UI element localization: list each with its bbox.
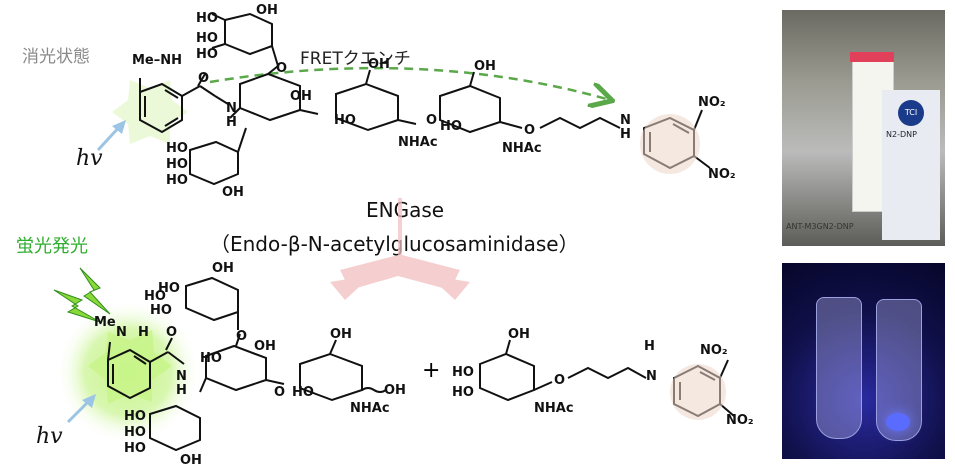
svg-text:HO: HO bbox=[196, 11, 218, 26]
o-amide: O bbox=[198, 71, 209, 86]
plus-sign: + bbox=[422, 358, 441, 383]
svg-text:HO: HO bbox=[144, 289, 166, 304]
svg-text:OH: OH bbox=[508, 327, 530, 342]
svg-text:HO: HO bbox=[292, 385, 314, 400]
svg-text:OH: OH bbox=[254, 339, 276, 354]
svg-text:Me: Me bbox=[94, 315, 116, 330]
vial-cap bbox=[850, 52, 894, 62]
svg-text:HO: HO bbox=[196, 47, 218, 62]
svg-text:N: N bbox=[116, 325, 127, 340]
svg-text:OH: OH bbox=[222, 185, 244, 200]
svg-text:HO: HO bbox=[200, 351, 222, 366]
svg-text:OH: OH bbox=[256, 3, 278, 18]
vial-label-code: ANT-M3GN2-DNP bbox=[786, 222, 854, 231]
svg-text:HO: HO bbox=[166, 173, 188, 188]
svg-text:HO: HO bbox=[196, 31, 218, 46]
svg-text:H: H bbox=[644, 339, 655, 354]
lightning-bolt-1 bbox=[53, 289, 101, 323]
svg-text:NHAc: NHAc bbox=[534, 401, 574, 416]
vial-label: TCI N2-DNP bbox=[882, 90, 940, 240]
top-atom-labels: Me–NH O N H HO OH HO HO O OH HO OH NHAc … bbox=[132, 3, 736, 200]
svg-text:NHAc: NHAc bbox=[350, 401, 390, 416]
svg-text:NHAc: NHAc bbox=[502, 141, 542, 156]
n-amide: N bbox=[226, 101, 237, 116]
svg-text:OH: OH bbox=[384, 383, 406, 398]
svg-text:OH: OH bbox=[212, 261, 234, 276]
svg-text:OH: OH bbox=[180, 453, 202, 468]
fluorescence-photo bbox=[782, 263, 945, 459]
svg-text:HO: HO bbox=[166, 141, 188, 156]
enzyme-abbreviation: ENGase bbox=[366, 198, 445, 222]
svg-text:HO: HO bbox=[124, 425, 146, 440]
svg-text:OH: OH bbox=[330, 327, 352, 342]
light-hv-bottom: hv bbox=[36, 424, 63, 449]
svg-text:HO: HO bbox=[334, 113, 356, 128]
fluorescent-glow bbox=[886, 413, 910, 431]
svg-text:OH: OH bbox=[474, 59, 496, 74]
svg-text:O: O bbox=[236, 329, 247, 344]
svg-text:O: O bbox=[274, 385, 285, 400]
fret-quench-label: FRETクエンチ bbox=[300, 49, 411, 69]
svg-text:N: N bbox=[620, 113, 631, 128]
svg-text:H: H bbox=[620, 127, 631, 142]
fluorescent-state-label: 蛍光発光 bbox=[16, 236, 88, 257]
svg-text:OH: OH bbox=[368, 57, 390, 72]
svg-text:NO₂: NO₂ bbox=[726, 413, 754, 428]
svg-text:O: O bbox=[524, 123, 535, 138]
top-dnp-highlight bbox=[640, 114, 700, 174]
svg-text:HO: HO bbox=[166, 157, 188, 172]
svg-text:H: H bbox=[176, 383, 187, 398]
light-hv-top: hv bbox=[76, 146, 103, 171]
tci-logo: TCI bbox=[898, 100, 924, 126]
svg-text:O: O bbox=[276, 61, 287, 76]
svg-text:NHAc: NHAc bbox=[398, 135, 438, 150]
reaction-arrow bbox=[330, 198, 470, 300]
svg-text:HO: HO bbox=[124, 441, 146, 456]
svg-text:HO: HO bbox=[158, 281, 180, 296]
svg-text:H: H bbox=[138, 325, 149, 340]
svg-text:O: O bbox=[554, 373, 565, 388]
lightning-bolt-2 bbox=[79, 267, 111, 315]
vial-photo: TCI N2-DNP ANT-M3GN2-DNP bbox=[782, 10, 945, 246]
svg-text:O: O bbox=[426, 113, 437, 128]
svg-text:N: N bbox=[176, 369, 187, 384]
enzyme-full-name: （Endo-β-N-acetylglucosaminidase） bbox=[210, 232, 579, 256]
vial-left bbox=[816, 297, 862, 439]
svg-text:NO₂: NO₂ bbox=[698, 95, 726, 110]
bottom-dnp-highlight bbox=[670, 364, 726, 420]
svg-text:NO₂: NO₂ bbox=[708, 167, 736, 182]
svg-text:HO: HO bbox=[452, 385, 474, 400]
top-fluorophore-glow bbox=[112, 80, 188, 144]
svg-text:HO: HO bbox=[150, 303, 172, 318]
svg-text:H: H bbox=[226, 115, 237, 130]
top-molecule bbox=[139, 12, 711, 186]
svg-text:NO₂: NO₂ bbox=[700, 343, 728, 358]
svg-text:N: N bbox=[646, 369, 657, 384]
me-nh-top: Me–NH bbox=[132, 53, 182, 68]
svg-text:HO: HO bbox=[452, 365, 474, 380]
svg-text:HO: HO bbox=[440, 119, 462, 134]
quenched-state-label: 消光状態 bbox=[22, 47, 90, 67]
svg-text:OH: OH bbox=[290, 89, 312, 104]
svg-text:HO: HO bbox=[124, 409, 146, 424]
fret-arrow bbox=[209, 66, 610, 100]
svg-text:O: O bbox=[166, 325, 177, 340]
vial-label-side: N2-DNP bbox=[886, 130, 917, 139]
